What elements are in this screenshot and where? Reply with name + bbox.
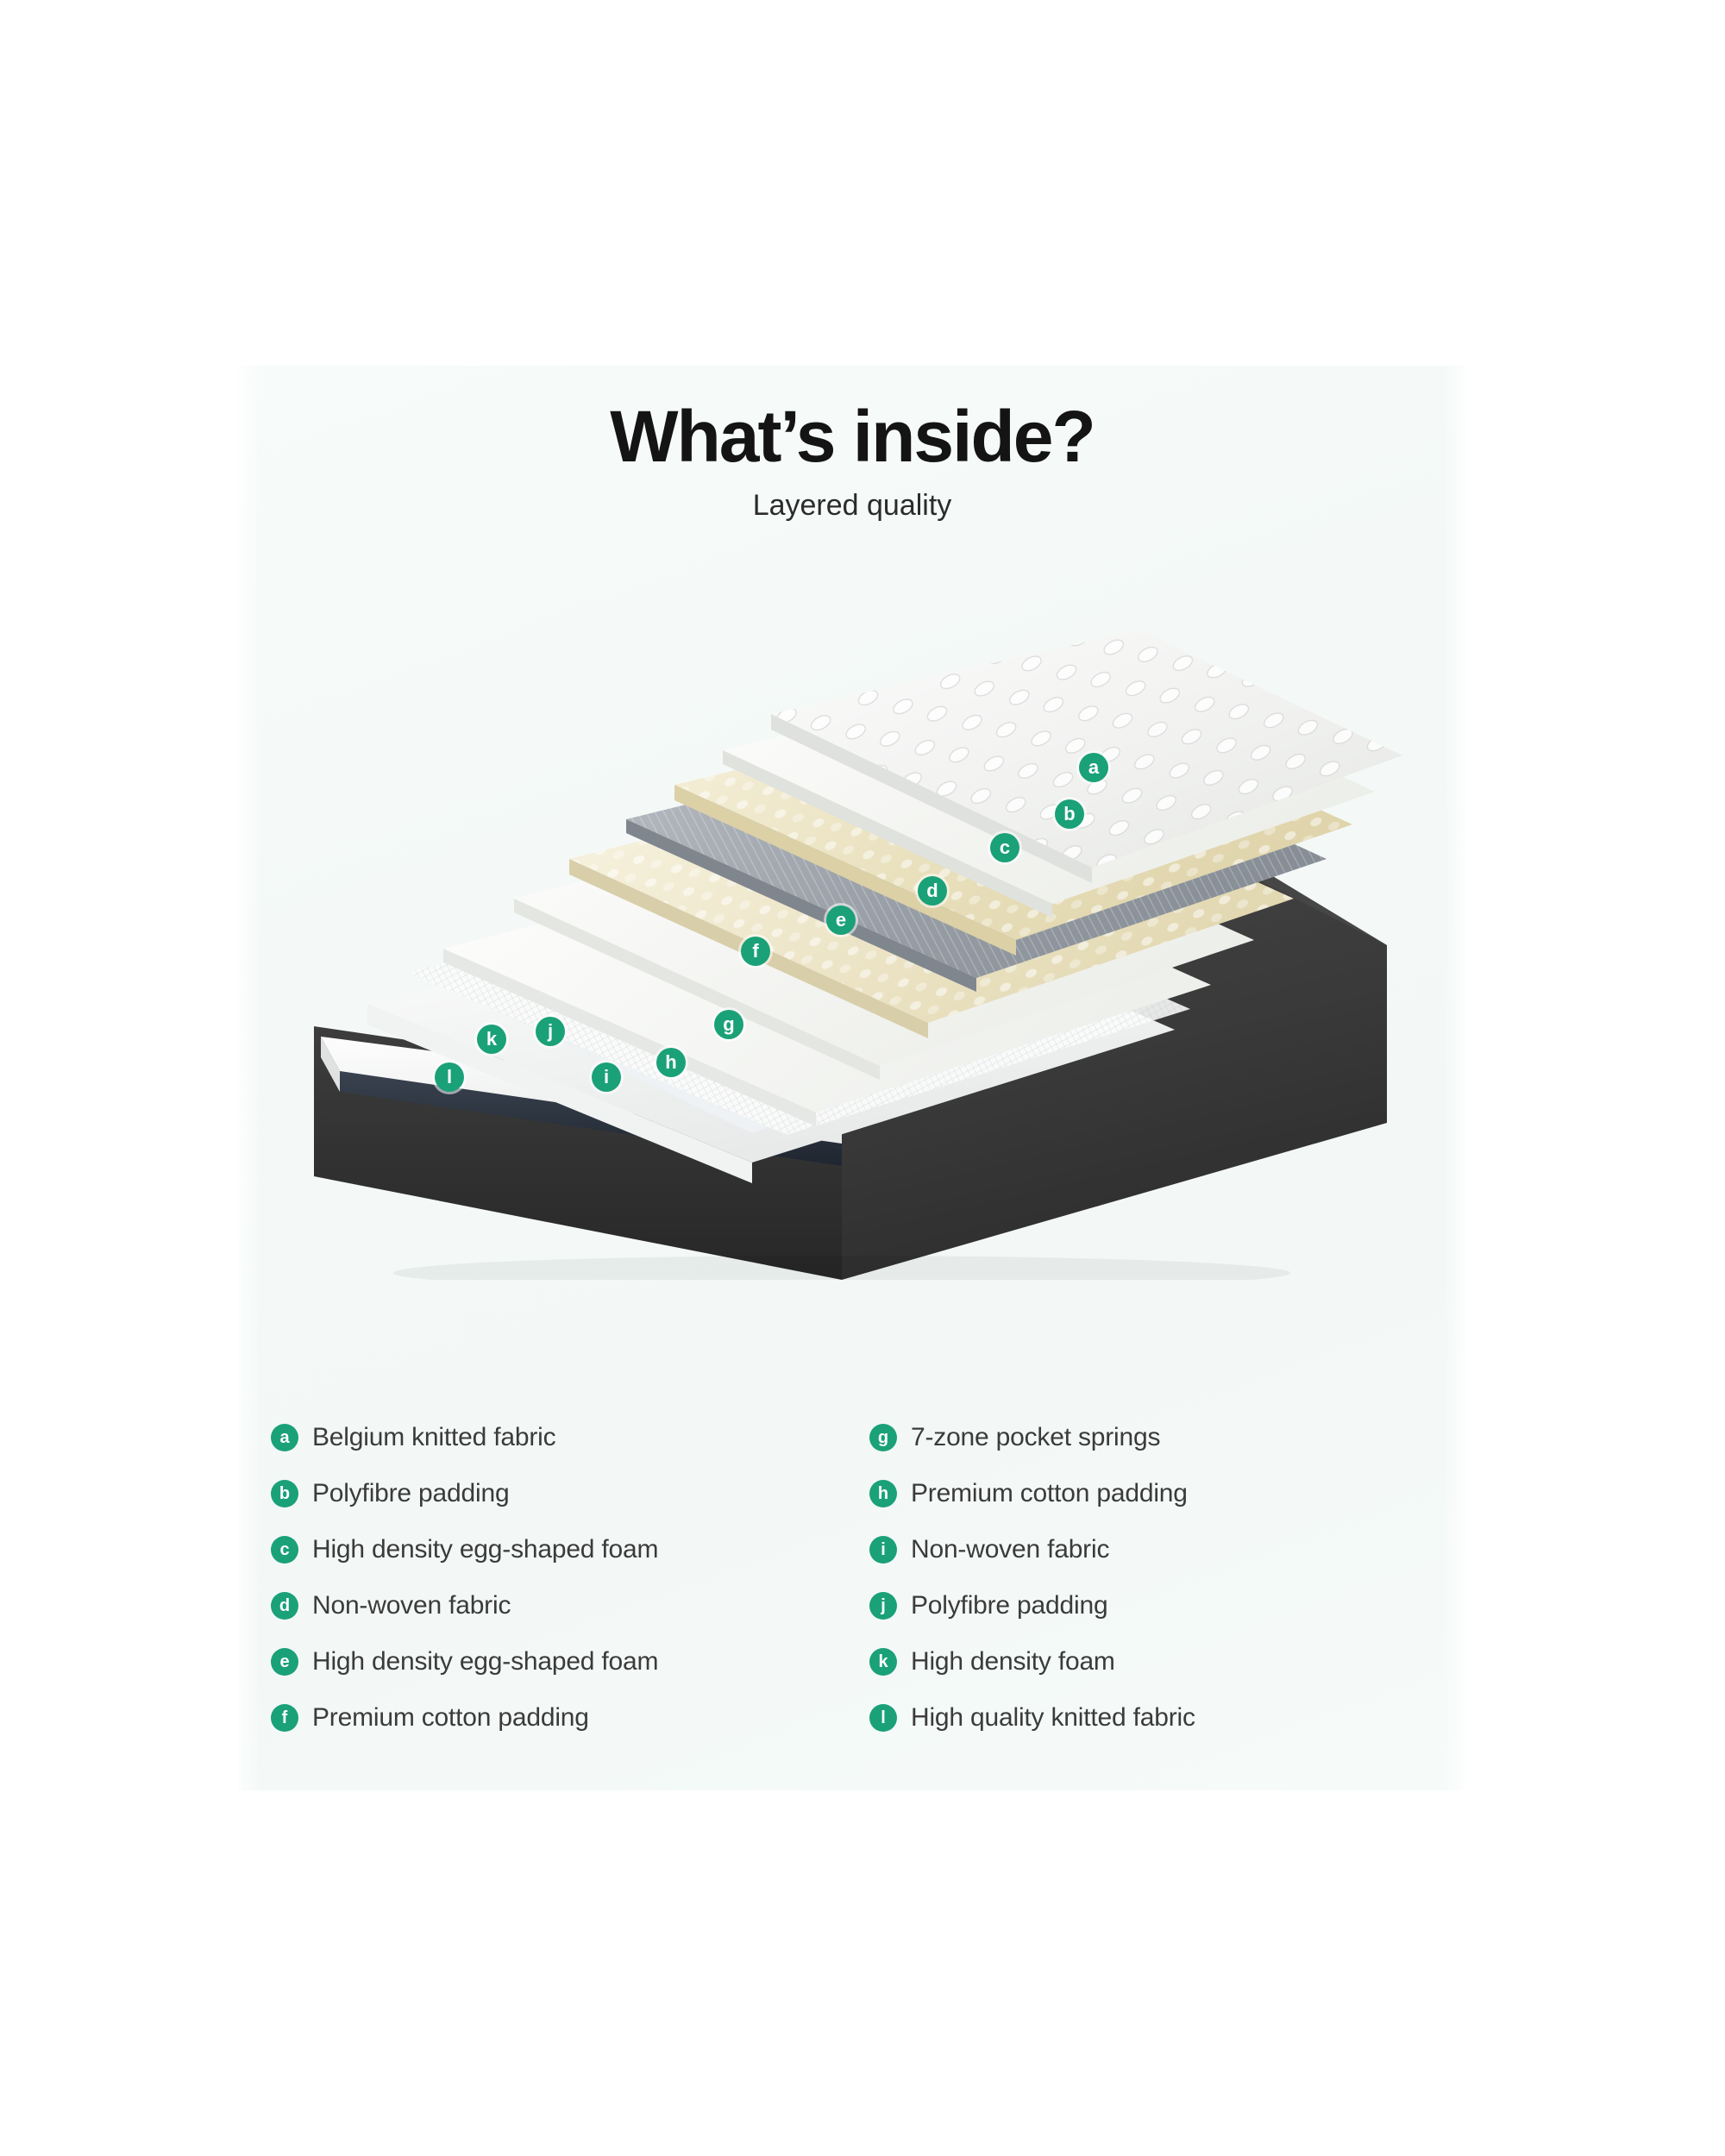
callout-badge-f: f: [741, 937, 770, 966]
legend-badge-g: g: [869, 1423, 897, 1451]
heading-block: What’s inside? Layered quality: [238, 396, 1466, 522]
legend-row-a: a Belgium knitted fabric: [271, 1409, 852, 1465]
legend-badge-e: e: [271, 1647, 298, 1676]
legend-label-d: Non-woven fabric: [312, 1590, 511, 1620]
callout-badge-h: h: [656, 1048, 686, 1077]
legend-label-j: Polyfibre padding: [911, 1590, 1108, 1620]
legend-label-i: Non-woven fabric: [911, 1534, 1110, 1564]
legend-badge-i: i: [869, 1535, 897, 1564]
callout-badge-i: i: [592, 1062, 621, 1092]
base-high-density-foam-front: [321, 1037, 340, 1092]
legend-label-f: Premium cotton padding: [312, 1702, 589, 1732]
legend-badge-h: h: [869, 1479, 897, 1507]
legend-label-h: Premium cotton padding: [911, 1478, 1188, 1507]
callout-badge-b: b: [1055, 799, 1084, 829]
callout-badge-j: j: [536, 1017, 565, 1046]
legend-label-l: High quality knitted fabric: [911, 1702, 1195, 1732]
premium-cotton-padding-lower-edge: [443, 949, 816, 1126]
non-woven-fabric-upper-edge: [626, 819, 976, 992]
legend-label-k: High density foam: [911, 1646, 1115, 1676]
legend-column-left: a Belgium knitted fabric b Polyfibre paddin…: [271, 1409, 852, 1745]
mattress-right-side-panel: [842, 850, 1387, 1280]
legend-badge-l: l: [869, 1703, 897, 1732]
legend-row-j: j Polyfibre padding: [869, 1577, 1433, 1633]
legend-label-g: 7-zone pocket springs: [911, 1422, 1161, 1451]
legend-row-f: f Premium cotton padding: [271, 1689, 852, 1745]
polyfibre-padding-edge: [723, 750, 1052, 918]
content-card: What’s inside? Layered quality: [238, 366, 1466, 1790]
legend-badge-f: f: [271, 1703, 298, 1732]
callout-badge-e: e: [826, 906, 856, 935]
callout-badge-l: l: [435, 1062, 464, 1092]
legend-row-k: k High density foam: [869, 1633, 1433, 1689]
legend-badge-c: c: [271, 1535, 298, 1564]
belgium-knitted-fabric-quilt-dots: [771, 630, 1402, 868]
callout-badge-c: c: [990, 833, 1019, 862]
legend-label-a: Belgium knitted fabric: [312, 1422, 556, 1451]
page-title: What’s inside?: [610, 396, 1096, 477]
legend-column-right: g 7-zone pocket springs h Premium cotton pa…: [852, 1409, 1433, 1745]
page-subtitle: Layered quality: [752, 488, 952, 522]
legend-row-l: l High quality knitted fabric: [869, 1689, 1433, 1745]
legend-badge-a: a: [271, 1423, 298, 1451]
legend-badge-d: d: [271, 1591, 298, 1620]
callout-badge-g: g: [714, 1010, 743, 1039]
legend-row-d: d Non-woven fabric: [271, 1577, 852, 1633]
legend-badge-k: k: [869, 1647, 897, 1676]
legend-badge-b: b: [271, 1479, 298, 1507]
legend-row-c: c High density egg-shaped foam: [271, 1521, 852, 1577]
legend-label-b: Polyfibre padding: [312, 1478, 510, 1507]
mattress-cutaway-illustration: [314, 630, 1402, 1280]
legend-row-g: g 7-zone pocket springs: [869, 1409, 1433, 1465]
premium-cotton-padding-upper-edge: [514, 899, 880, 1080]
callout-badge-d: d: [918, 876, 947, 906]
mattress-drop-shadow: [393, 1256, 1290, 1280]
egg-shaped-foam-top-edge: [674, 785, 1016, 956]
callout-badge-k: k: [477, 1025, 506, 1054]
callout-badge-a: a: [1079, 753, 1108, 782]
spring-tray-rim: [367, 1004, 752, 1183]
legend-label-e: High density egg-shaped foam: [312, 1646, 659, 1676]
legend-row-b: b Polyfibre padding: [271, 1465, 852, 1521]
legend-row-i: i Non-woven fabric: [869, 1521, 1433, 1577]
legend-label-c: High density egg-shaped foam: [312, 1534, 659, 1564]
legend-row-h: h Premium cotton padding: [869, 1465, 1433, 1521]
legend-row-e: e High density egg-shaped foam: [271, 1633, 852, 1689]
legend-badge-j: j: [869, 1591, 897, 1620]
